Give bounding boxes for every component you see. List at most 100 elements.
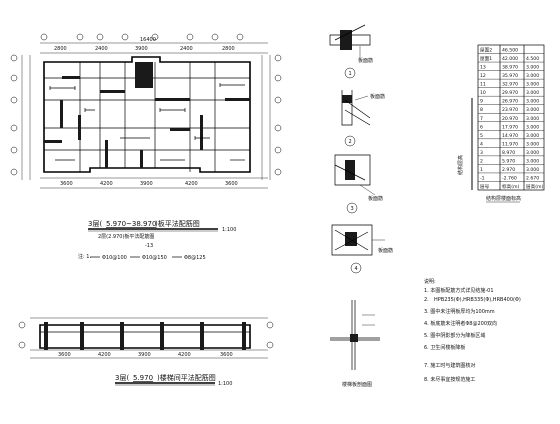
plan1-title-elevation: 5.970~38.970 <box>106 220 156 228</box>
table-cell: 38.970 <box>502 65 518 71</box>
stair-section: 楼梯板剖面图 <box>330 300 380 388</box>
table-cell: 23.970 <box>502 107 518 113</box>
note-7: 7. 施工时与建筑图核对 <box>424 362 475 369</box>
table-cell: 35.970 <box>502 73 518 79</box>
dim-top-2: 2400 <box>95 46 108 52</box>
dim-top-5: 2800 <box>222 46 235 52</box>
note-5: 5. 图中阴影部分为降板区域 <box>424 332 485 339</box>
table-cell: 3.000 <box>526 158 539 164</box>
detail-4: 板面筋 4 <box>331 224 393 274</box>
note-8: 8. 未尽事宜按规范施工 <box>424 376 475 383</box>
table-cell: 7 <box>480 116 483 122</box>
detail-4-label: 板面筋 <box>378 247 393 254</box>
table-cell: 32.970 <box>502 82 518 88</box>
table-cell: 标高(m) <box>502 183 519 190</box>
table-cell: 4 <box>480 141 483 147</box>
table-cell: 3.000 <box>526 99 539 105</box>
plan1-title-a: 3层( <box>88 220 102 228</box>
table-cell: 屋面1 <box>480 56 492 62</box>
note-6: 6. 卫生间楼板降板 <box>424 344 465 351</box>
table-cell: 3.000 <box>526 82 539 88</box>
legend-1: Φ10@100 <box>102 255 127 261</box>
table-cell: 3.000 <box>526 133 539 139</box>
dim-top-1: 2800 <box>54 46 67 52</box>
table-cell: 11 <box>480 82 486 88</box>
table-cell: 3.000 <box>526 141 539 147</box>
table-cell: 3.000 <box>526 107 539 113</box>
table-cell: 3.000 <box>526 150 539 156</box>
rebar-marks <box>49 83 245 161</box>
table-cell: 6 <box>480 124 483 130</box>
table-cell: 10 <box>480 90 486 96</box>
section-caption: 楼梯板剖面图 <box>342 381 372 388</box>
table-cell: 屋面2 <box>480 48 492 54</box>
table-cell: 2 <box>480 158 483 164</box>
table-cell: 9 <box>480 99 483 105</box>
dim-top-total: 16400 <box>140 37 156 43</box>
table-cell: 3.000 <box>526 65 539 71</box>
table-cell: 13 <box>480 65 486 71</box>
notes-block: 说明: 1. 本图板配筋方式详见结施-01 2. HPB235(Φ),HRB33… <box>424 278 521 383</box>
stair-columns <box>44 322 246 350</box>
table-cell: 11.970 <box>502 141 518 147</box>
grid-bubbles-top <box>40 33 244 41</box>
note-1: 1. 本图板配筋方式详见结施-01 <box>424 287 494 294</box>
table-cell: 3.000 <box>526 167 539 173</box>
table-cell: 12 <box>480 73 486 79</box>
table-cell: 1 <box>480 167 483 173</box>
table-caption: 结构层楼面标高 <box>486 195 521 202</box>
plan2-title-elevation: 5.970 <box>133 374 153 382</box>
table-cell: 8.970 <box>502 150 515 156</box>
detail-1-label: 板面筋 <box>358 57 373 64</box>
table-cell: 46.500 <box>502 48 518 54</box>
dim-top-3: 3900 <box>135 46 148 52</box>
dim-top-4: 2400 <box>180 46 193 52</box>
table-cell: 4.500 <box>526 56 539 62</box>
detail-2: 板面筋 2 <box>341 90 385 147</box>
table-cell: 29.970 <box>502 90 518 96</box>
legend-3: Φ8@125 <box>184 255 206 261</box>
floor-plan-lower: 3600 4200 3900 4200 3600 3层( 5.970 )楼梯间平… <box>18 317 274 387</box>
detail-2-num: 2 <box>349 139 352 145</box>
table-cell: 3.000 <box>526 90 539 96</box>
detail-1: 板面筋 1 <box>329 24 373 79</box>
dim-bot-1: 3600 <box>60 181 73 187</box>
notes-heading: 说明: <box>424 278 436 285</box>
table-cell: 20.970 <box>502 116 518 122</box>
table-cell: 17.970 <box>502 124 518 130</box>
table-side-label: 结构层高 <box>457 155 464 175</box>
table-cell: 5.970 <box>502 158 515 164</box>
dim-bot-5: 3600 <box>225 181 238 187</box>
detail-3-label: 板面筋 <box>368 195 383 202</box>
detail-3-num: 3 <box>351 206 354 212</box>
floor-plan-upper: 2800 2400 3900 2400 2800 16400 3600 4200… <box>10 33 282 261</box>
plan1-title-b: )板平法配筋图 <box>155 219 200 228</box>
table-cell: 3 <box>480 150 483 156</box>
table-cell: 层高(m) <box>526 183 543 190</box>
plan-walls <box>44 62 250 172</box>
plan1-note2: 注: 1. <box>78 253 91 260</box>
detail-3: 板面筋 3 <box>334 154 383 214</box>
grid-bubbles-left <box>10 54 282 176</box>
table-cell: 26.970 <box>502 99 518 105</box>
table-cell: -2.760 <box>502 175 517 181</box>
dim2-1: 3600 <box>58 352 71 358</box>
table-cell: 2.670 <box>526 175 539 181</box>
detail-1-num: 1 <box>349 71 352 77</box>
dim2-4: 4200 <box>178 352 191 358</box>
detail-nodes: 板面筋 1 板面筋 2 板面筋 3 <box>329 24 393 274</box>
legend-2: Φ10@150 <box>142 255 167 261</box>
plan2-title-a: 3层( <box>115 374 129 382</box>
dim2-5: 3600 <box>220 352 233 358</box>
table-cell: 3.000 <box>526 124 539 130</box>
dim-bot-4: 4200 <box>185 181 198 187</box>
detail-2-label: 板面筋 <box>370 93 385 100</box>
table-cell: 8 <box>480 107 483 113</box>
note-2-prefix: 2. <box>424 297 429 303</box>
dim2-2: 4200 <box>98 352 111 358</box>
dim2-3: 3900 <box>138 352 151 358</box>
table-cell: 3.000 <box>526 116 539 122</box>
note-2: HPB235(Φ),HRB335(Φ),HRB400(Φ) <box>434 297 521 303</box>
